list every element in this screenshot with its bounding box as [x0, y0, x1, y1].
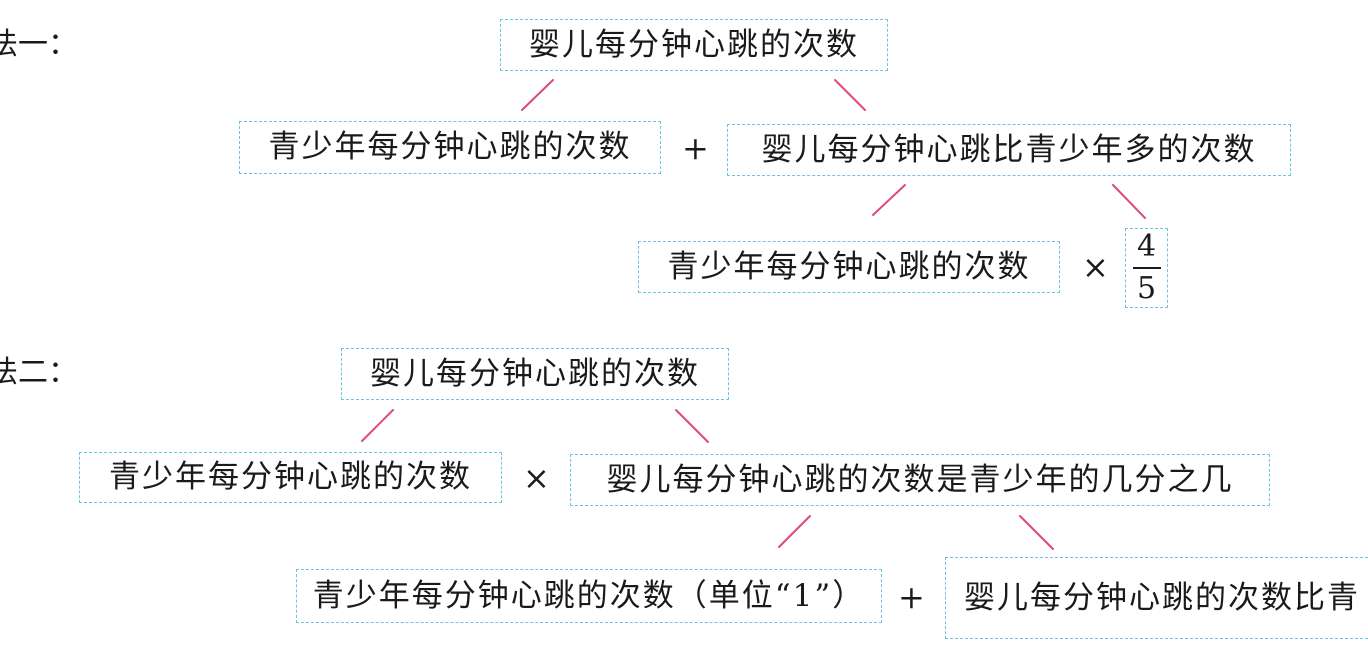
fraction-denominator: 5	[1136, 271, 1157, 306]
m1-left-text: 青少年每分钟心跳的次数	[268, 129, 632, 165]
m2-subleft-text: 青少年每分钟心跳的次数（单位“1”）	[312, 577, 866, 614]
m1-root-text: 婴儿每分钟心跳的次数	[529, 26, 859, 63]
m2-left-text: 青少年每分钟心跳的次数	[109, 459, 472, 495]
m1-subleft-box: 青少年每分钟心跳的次数	[638, 241, 1060, 293]
m2-subright-text: 婴儿每分钟心跳的次数比青	[964, 579, 1360, 616]
m2-connector-right-subright	[1019, 515, 1054, 550]
fraction-numerator: 4	[1136, 229, 1157, 264]
m1-left-box: 青少年每分钟心跳的次数	[239, 121, 661, 174]
m2-connector-right-subleft	[778, 515, 811, 548]
m1-times-operator: ×	[1082, 248, 1109, 286]
m1-subleft-text: 青少年每分钟心跳的次数	[667, 248, 1031, 285]
m1-right-box: 婴儿每分钟心跳比青少年多的次数	[727, 124, 1291, 176]
m2-left-box: 青少年每分钟心跳的次数	[79, 452, 502, 503]
m2-root-text: 婴儿每分钟心跳的次数	[370, 355, 700, 392]
method1-label: 法一：	[0, 27, 78, 62]
m2-connector-root-left	[361, 409, 394, 442]
m1-connector-right-fraction	[1112, 184, 1146, 219]
m1-right-text: 婴儿每分钟心跳比青少年多的次数	[761, 131, 1257, 168]
method2-label: 法二：	[0, 355, 78, 390]
m2-root-box: 婴儿每分钟心跳的次数	[341, 348, 729, 400]
m2-right-box: 婴儿每分钟心跳的次数是青少年的几分之几	[570, 454, 1270, 506]
m2-subright-box: 婴儿每分钟心跳的次数比青	[945, 557, 1368, 639]
fraction-bar	[1132, 267, 1161, 269]
m2-right-text: 婴儿每分钟心跳的次数是青少年的几分之几	[606, 461, 1234, 498]
m1-fraction-box: 4 5	[1125, 228, 1168, 308]
m1-plus-operator: +	[682, 129, 709, 167]
m2-subleft-box: 青少年每分钟心跳的次数（单位“1”）	[296, 569, 882, 623]
m2-times-operator: ×	[523, 459, 550, 497]
m1-root-box: 婴儿每分钟心跳的次数	[500, 19, 888, 71]
m2-connector-root-right	[675, 409, 709, 443]
m1-connector-root-left	[521, 79, 554, 111]
m1-connector-right-subleft	[872, 184, 906, 216]
m2-plus-operator: +	[898, 578, 925, 616]
m1-connector-root-right	[834, 79, 866, 111]
